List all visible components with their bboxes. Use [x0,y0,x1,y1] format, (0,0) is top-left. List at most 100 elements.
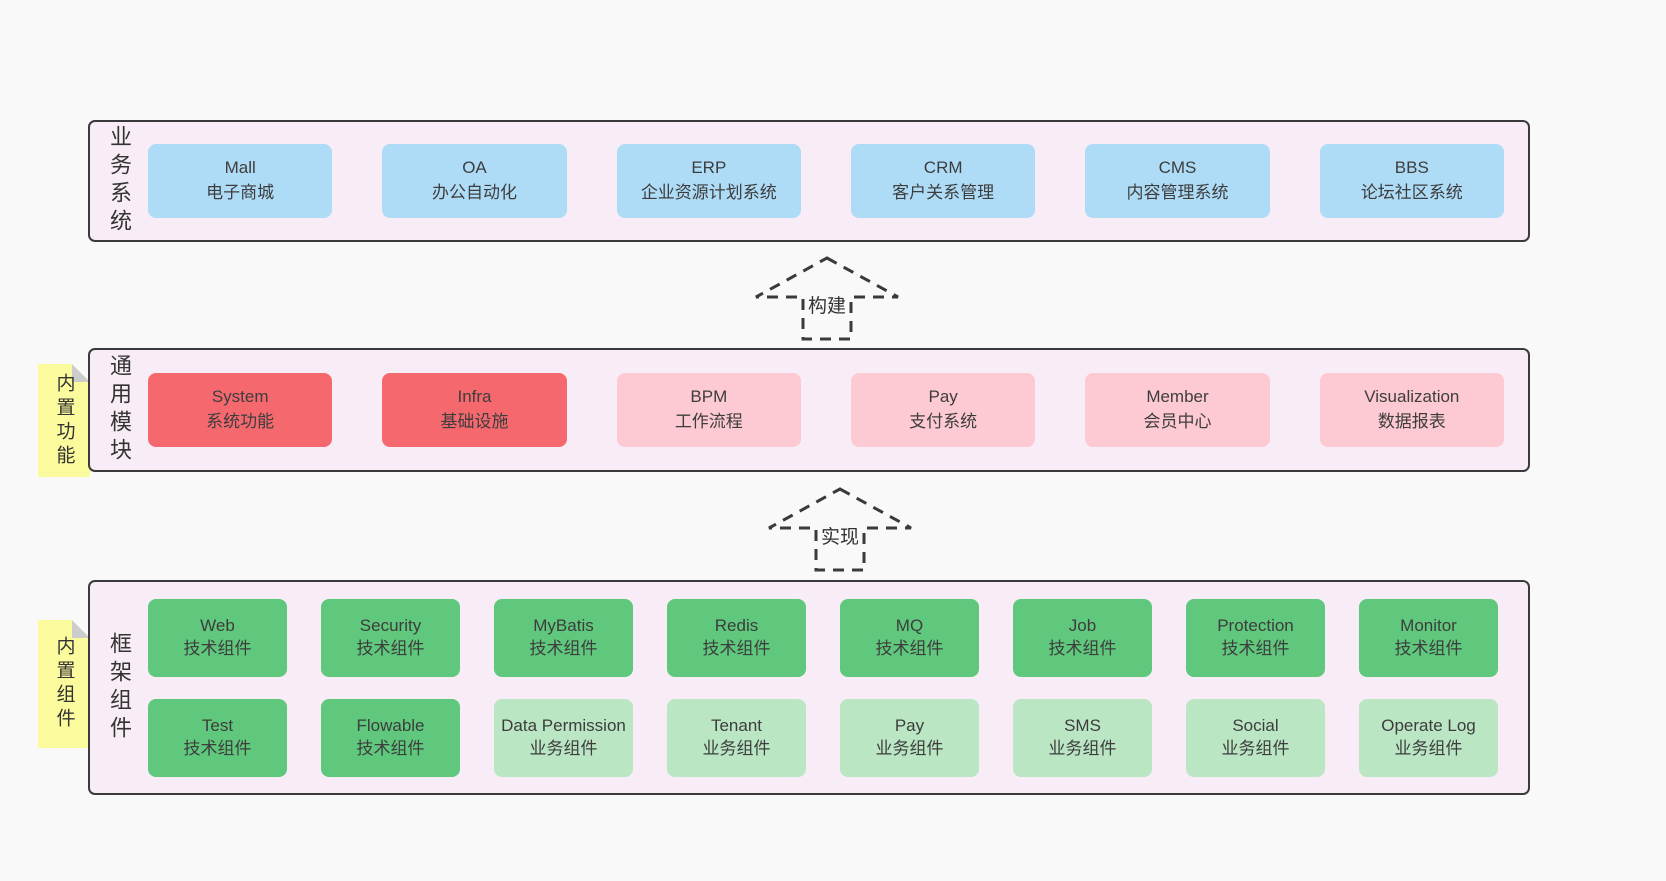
box-title: Pay [894,716,925,736]
layer-label-common-modules: 通用模块 [107,354,132,466]
box-title: MyBatis [533,616,594,636]
box-subtitle: 业务组件 [702,738,771,758]
component-box-social: Social 业务组件 [1186,698,1325,777]
box-title: CMS [1158,158,1197,178]
up-arrow-icon [755,256,899,341]
box-subtitle: 技术组件 [1221,638,1290,658]
box-title: Protection [1217,616,1294,636]
box-title: Job [1068,616,1097,636]
box-subtitle: 企业资源计划系统 [640,183,777,202]
component-box-redis: Redis 技术组件 [667,598,806,677]
module-box-infra: Infra 基础设施 [382,373,567,447]
component-box-web: Web 技术组件 [148,598,287,677]
box-subtitle: 业务组件 [529,738,598,758]
box-title: BPM [690,387,728,407]
sticky-note-built-in-features: 内置功能 [38,364,90,477]
box-subtitle: 业务组件 [1394,738,1463,758]
box-subtitle: 办公自动化 [431,183,517,202]
arrow-label-build: 构建 [804,291,850,318]
box-title: Tenant [710,716,763,736]
box-subtitle: 技术组件 [875,638,944,658]
module-box-pay: Pay 支付系统 [850,373,1036,447]
framework-components-grid: Web 技术组件 Security 技术组件 MyBatis 技术组件 Redi… [148,582,1528,793]
box-title: Redis [714,616,759,636]
component-box-test: Test 技术组件 [148,698,287,777]
box-title: Web [200,616,235,636]
box-subtitle: 技术组件 [356,738,425,758]
layer-framework-components: 框架组件 Web 技术组件 Security 技术组件 MyBatis 技术组件… [88,580,1530,795]
box-subtitle: 支付系统 [909,412,978,431]
box-subtitle: 技术组件 [702,638,771,658]
box-subtitle: 技术组件 [1394,638,1463,658]
component-box-data-permission: Data Permission 业务组件 [494,698,633,777]
implement-arrow: 实现 [765,486,915,574]
module-box-member: Member 会员中心 [1085,373,1270,447]
system-box-crm: CRM 客户关系管理 [850,144,1036,218]
box-title: Data Permission [501,716,626,736]
box-subtitle: 系统功能 [206,412,275,431]
box-title: Member [1146,387,1209,407]
box-title: Monitor [1400,616,1457,636]
layer-common-modules: 通用模块 System 系统功能 Infra 基础设施 BPM 工作流程 Pay… [88,348,1530,472]
component-box-security: Security 技术组件 [321,598,460,677]
system-box-bbs: BBS 论坛社区系统 [1319,144,1504,218]
box-title: ERP [691,158,727,178]
layer-business-systems: 业务系统 Mall 电子商城 OA 办公自动化 ERP 企业资源计划系统 CRM… [88,120,1530,242]
component-box-protection: Protection 技术组件 [1186,598,1325,677]
component-box-flowable: Flowable 技术组件 [321,698,460,777]
layer-label-framework-components: 框架组件 [107,631,132,744]
box-subtitle: 技术组件 [183,738,252,758]
box-title: Security [359,616,422,636]
box-subtitle: 业务组件 [1221,738,1290,758]
box-subtitle: 会员中心 [1143,412,1212,431]
business-systems-row: Mall 电子商城 OA 办公自动化 ERP 企业资源计划系统 CRM 客户关系… [148,122,1528,240]
system-box-oa: OA 办公自动化 [382,144,567,218]
box-subtitle: 技术组件 [1048,638,1117,658]
up-arrow-icon [768,487,912,572]
box-subtitle: 业务组件 [1048,738,1117,758]
box-title: Flowable [356,716,425,736]
box-title: MQ [895,616,924,636]
box-title: Social [1232,716,1279,736]
component-box-mybatis: MyBatis 技术组件 [494,598,633,677]
box-title: Test [201,716,234,736]
component-box-operate-log: Operate Log 业务组件 [1359,698,1498,777]
box-title: SMS [1064,716,1101,736]
box-title: Infra [457,387,492,407]
box-subtitle: 业务组件 [875,738,944,758]
system-box-erp: ERP 企业资源计划系统 [616,144,801,218]
box-subtitle: 技术组件 [183,638,252,658]
box-title: Mall [224,158,256,178]
component-box-tenant: Tenant 业务组件 [667,698,806,777]
box-subtitle: 电子商城 [206,183,275,202]
sticky-note-label: 内置组件 [53,636,75,732]
box-subtitle: 内容管理系统 [1126,183,1229,202]
box-title: Pay [928,387,958,407]
component-box-sms: SMS 业务组件 [1013,698,1152,777]
arrow-label-implement: 实现 [817,522,863,549]
system-box-cms: CMS 内容管理系统 [1085,144,1270,218]
common-modules-row: System 系统功能 Infra 基础设施 BPM 工作流程 Pay 支付系统… [148,350,1528,470]
box-title: Visualization [1364,387,1460,407]
box-subtitle: 数据报表 [1377,412,1446,431]
module-box-bpm: BPM 工作流程 [616,373,801,447]
box-subtitle: 技术组件 [356,638,425,658]
sticky-note-label: 内置功能 [53,372,75,469]
box-subtitle: 客户关系管理 [892,183,995,202]
box-title: CRM [923,158,963,178]
module-box-system: System 系统功能 [148,373,333,447]
component-box-pay: Pay 业务组件 [840,698,979,777]
layer-label-business-systems: 业务系统 [107,125,132,237]
box-title: Operate Log [1381,716,1476,736]
system-box-mall: Mall 电子商城 [148,144,333,218]
box-subtitle: 论坛社区系统 [1360,183,1463,202]
component-box-monitor: Monitor 技术组件 [1359,598,1498,677]
sticky-note-built-in-components: 内置组件 [38,620,90,748]
box-title: System [211,387,269,407]
box-subtitle: 基础设施 [440,412,509,431]
box-title: OA [462,158,487,178]
component-box-mq: MQ 技术组件 [840,598,979,677]
component-box-job: Job 技术组件 [1013,598,1152,677]
build-arrow: 构建 [752,255,902,343]
